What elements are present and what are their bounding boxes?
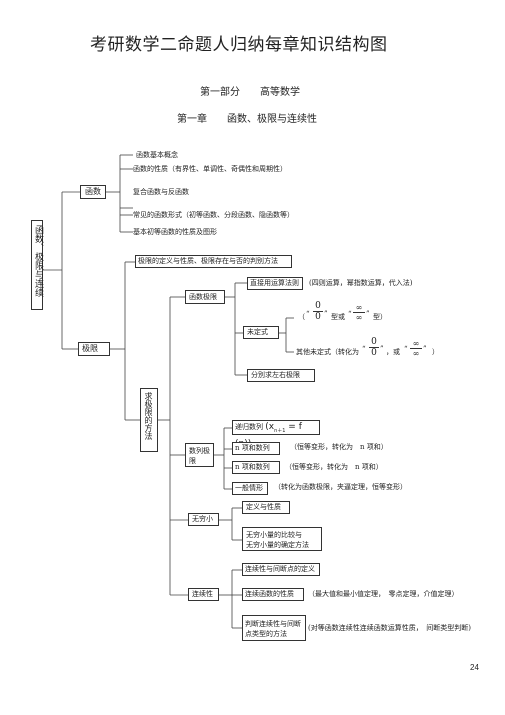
den-zero: 0 — [313, 311, 323, 322]
seq-limit-node: 数列极限 — [185, 443, 214, 467]
inf-compare-1: 无穷小量的比较与 — [246, 531, 302, 539]
infinitesimal-node: 无穷小 — [188, 513, 219, 526]
cont-judge-note: (对等函数连续性连续函数运算性质， 间断类型判断) — [308, 624, 471, 632]
inf-def-node: 定义与性质 — [242, 501, 290, 514]
indet-open: （ — [298, 313, 305, 321]
num2-zero: 0 — [371, 337, 377, 347]
continuity-node: 连续性 — [188, 588, 219, 601]
general-note: （转化为函数极限，夹逼定理，恒等变形） — [274, 483, 407, 491]
chapter-heading: 第一章 函数、极限与连续性 — [177, 114, 317, 125]
func-item-2: 函数的性质（有界性、单调性、奇偶性和周期性） — [133, 165, 287, 173]
limit-node: 极限 — [78, 342, 110, 356]
indet-node: 未定式 — [243, 326, 279, 339]
general-node: 一般情形 — [232, 482, 268, 495]
root-node: 函数、极限与连续 — [31, 220, 43, 310]
other-q4: ” — [423, 345, 427, 353]
other-q1: “ — [362, 345, 366, 353]
indet-q2: ” — [324, 310, 328, 318]
cont-def-node: 连续性与间断点的定义 — [242, 563, 320, 576]
page-number: 24 — [470, 663, 479, 672]
den-inf: ∞ — [353, 312, 365, 322]
onesided-node: 分別求左右极限 — [247, 369, 315, 382]
other-q3: “ — [404, 345, 408, 353]
func-limit-node: 函数极限 — [185, 290, 225, 304]
root-label: 函数、极限与连续 — [33, 225, 43, 297]
func-item-3: 复合函数与反函数 — [133, 188, 189, 196]
recur-node: 递归数列 (xn＋1 = f (n)) — [232, 420, 320, 449]
indet-close: 型） — [373, 313, 387, 321]
cont-judge-1: 判断连续性与间断 — [245, 620, 301, 628]
cont-props-node: 连续函数的性质 — [242, 588, 304, 601]
other-indet-prefix: 其他未定式（转化为 — [296, 348, 359, 356]
indet-or: 型或 — [331, 313, 345, 321]
frac2-zero-zero: 0 0 — [369, 337, 379, 358]
part-heading: 第一部分 高等数学 — [200, 87, 300, 98]
indet-q3: “ — [348, 310, 352, 318]
frac-zero-zero: 0 0 — [313, 301, 323, 322]
cont-judge-2: 点类型的方法 — [245, 630, 287, 638]
den2-zero: 0 — [369, 347, 379, 358]
inf-compare-node: 无穷小量的比较与 无穷小量的确定方法 — [242, 527, 322, 551]
recur-sub: n＋1 — [274, 427, 286, 434]
func-node: 函数 — [80, 185, 106, 199]
method-label: 求极限的方法 — [144, 392, 153, 440]
page-title: 考研数学二命题人归纳每章知识结构图 — [90, 35, 388, 55]
recur-x: (x — [265, 422, 275, 432]
den2-inf: ∞ — [410, 348, 422, 358]
method-node: 求极限的方法 — [140, 388, 158, 452]
frac-inf-inf: ∞ ∞ — [353, 303, 365, 322]
indet-q1: “ — [306, 310, 310, 318]
direct-rule-node: 直接用运算法则 — [247, 277, 303, 290]
func-item-4: 常见的函数形式（初等函数、分段函数、隐函数等） — [133, 211, 294, 219]
num2-inf: ∞ — [412, 339, 420, 348]
frac2-inf-inf: ∞ ∞ — [410, 339, 422, 358]
nprod-node: n 项和数列 — [232, 461, 280, 474]
nsum-node: n 项和数列 — [232, 442, 280, 455]
other-close: ） — [432, 348, 439, 356]
nsum-note: （恒等变形，转化为 n 项和） — [290, 443, 388, 451]
recur-label: 递归数列 — [235, 423, 263, 431]
indet-q4: ” — [366, 310, 370, 318]
num-zero: 0 — [315, 301, 321, 311]
direct-rule-note: (四则运算，幂指数运算，代入法) — [309, 279, 413, 287]
func-item-5: 基本初等函数的性质及图形 — [133, 228, 217, 236]
inf-compare-2: 无穷小量的确定方法 — [246, 541, 309, 549]
cont-props-note: （最大值和最小值定理， 零点定理，介值定理） — [308, 590, 459, 598]
nprod-note: （恒等变形，转化为 n 项和） — [285, 463, 383, 471]
cont-judge-node: 判断连续性与间断 点类型的方法 — [242, 615, 306, 641]
other-or: ，或 — [386, 348, 400, 356]
func-item-1: 函数基本概念 — [136, 151, 178, 159]
limit-def-node: 极限的定义与性质、极限存在与否的判别方法 — [135, 255, 292, 268]
other-q2: ” — [380, 345, 384, 353]
num-inf: ∞ — [355, 303, 363, 312]
